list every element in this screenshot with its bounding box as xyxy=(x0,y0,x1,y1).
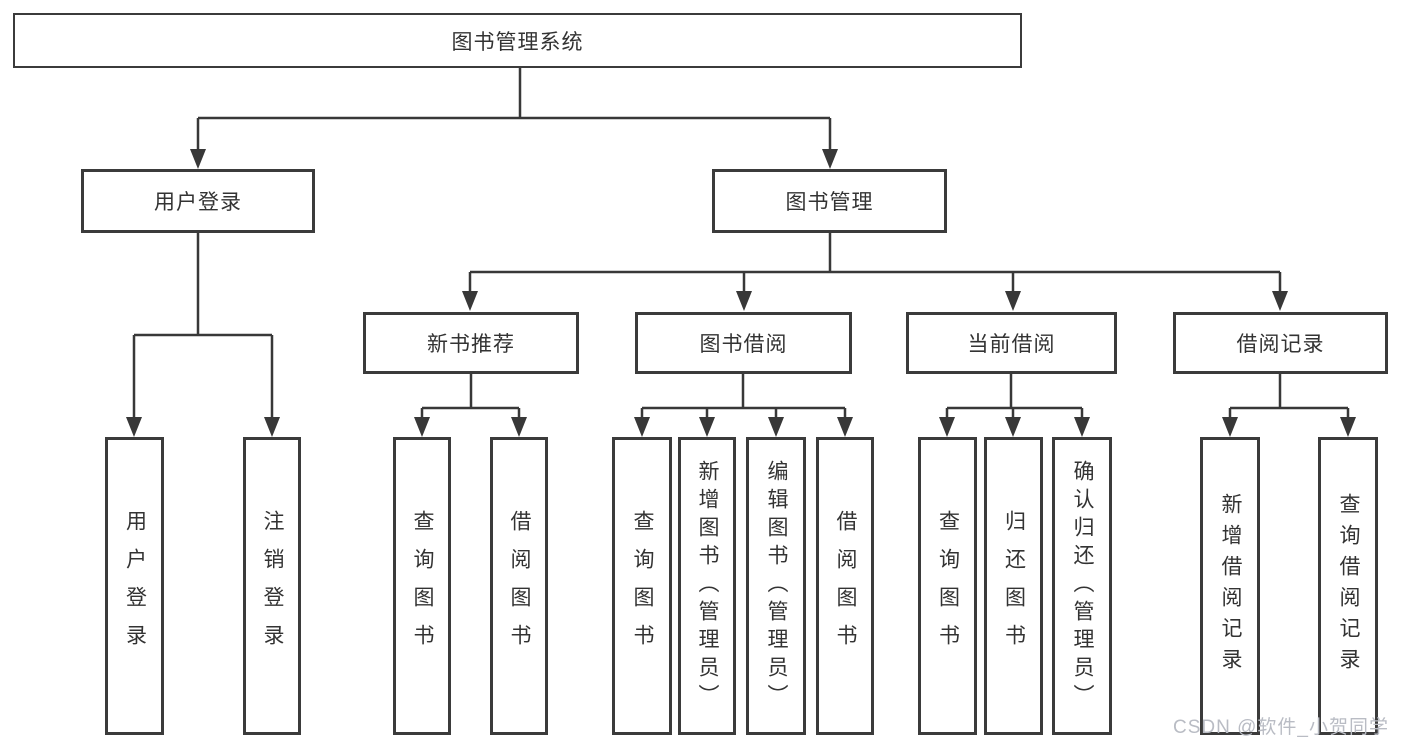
node-current-borrowing: 当前借阅 xyxy=(906,312,1117,374)
watermark: CSDN @软件_小贺同学 xyxy=(1173,717,1389,738)
leaf-user-login-label: 用户登录 xyxy=(123,510,147,662)
leaf-query-books-current: 查询图书 xyxy=(918,437,977,735)
leaf-add-borrow-record: 新增借阅记录 xyxy=(1200,437,1260,735)
leaf-query-borrow-record: 查询借阅记录 xyxy=(1318,437,1378,735)
node-book-management: 图书管理 xyxy=(712,169,947,233)
leaf-confirm-return-admin-label: 确认归还（管理员） xyxy=(1071,460,1094,712)
node-new-book-recommendation: 新书推荐 xyxy=(363,312,579,374)
leaf-user-login: 用户登录 xyxy=(105,437,164,735)
node-root-label: 图书管理系统 xyxy=(451,30,584,54)
leaf-query-books-recommend: 查询图书 xyxy=(393,437,451,735)
node-root: 图书管理系统 xyxy=(13,13,1022,68)
leaf-borrow-books-recommend: 借阅图书 xyxy=(490,437,548,735)
leaf-return-books: 归还图书 xyxy=(984,437,1043,735)
leaf-query-borrow-record-label: 查询借阅记录 xyxy=(1337,493,1360,679)
node-user-login-label: 用户登录 xyxy=(154,191,242,214)
leaf-query-books-borrowing-label: 查询图书 xyxy=(631,510,654,662)
leaf-add-books-admin-label: 新增图书（管理员） xyxy=(696,460,719,712)
leaf-query-books-borrowing: 查询图书 xyxy=(612,437,672,735)
leaf-borrow-books-label: 借阅图书 xyxy=(834,510,857,662)
leaf-edit-books-admin: 编辑图书（管理员） xyxy=(746,437,806,735)
leaf-return-books-label: 归还图书 xyxy=(1002,510,1026,662)
node-current-borrowing-label: 当前借阅 xyxy=(967,333,1056,356)
leaf-confirm-return-admin: 确认归还（管理员） xyxy=(1052,437,1112,735)
leaf-query-books-recommend-label: 查询图书 xyxy=(411,510,434,662)
node-borrowing-records-label: 借阅记录 xyxy=(1236,333,1325,356)
leaf-logout-label: 注销登录 xyxy=(261,510,284,662)
node-book-borrowing: 图书借阅 xyxy=(635,312,852,374)
leaf-borrow-books: 借阅图书 xyxy=(816,437,874,735)
node-new-book-recommendation-label: 新书推荐 xyxy=(427,333,515,356)
node-book-management-label: 图书管理 xyxy=(785,191,874,214)
leaf-add-borrow-record-label: 新增借阅记录 xyxy=(1219,493,1242,679)
leaf-borrow-books-recommend-label: 借阅图书 xyxy=(508,510,531,662)
node-user-login: 用户登录 xyxy=(81,169,315,233)
node-book-borrowing-label: 图书借阅 xyxy=(699,333,788,356)
leaf-query-books-current-label: 查询图书 xyxy=(936,510,960,662)
leaf-add-books-admin: 新增图书（管理员） xyxy=(678,437,736,735)
node-borrowing-records: 借阅记录 xyxy=(1173,312,1388,374)
leaf-edit-books-admin-label: 编辑图书（管理员） xyxy=(765,460,788,712)
leaf-logout: 注销登录 xyxy=(243,437,301,735)
